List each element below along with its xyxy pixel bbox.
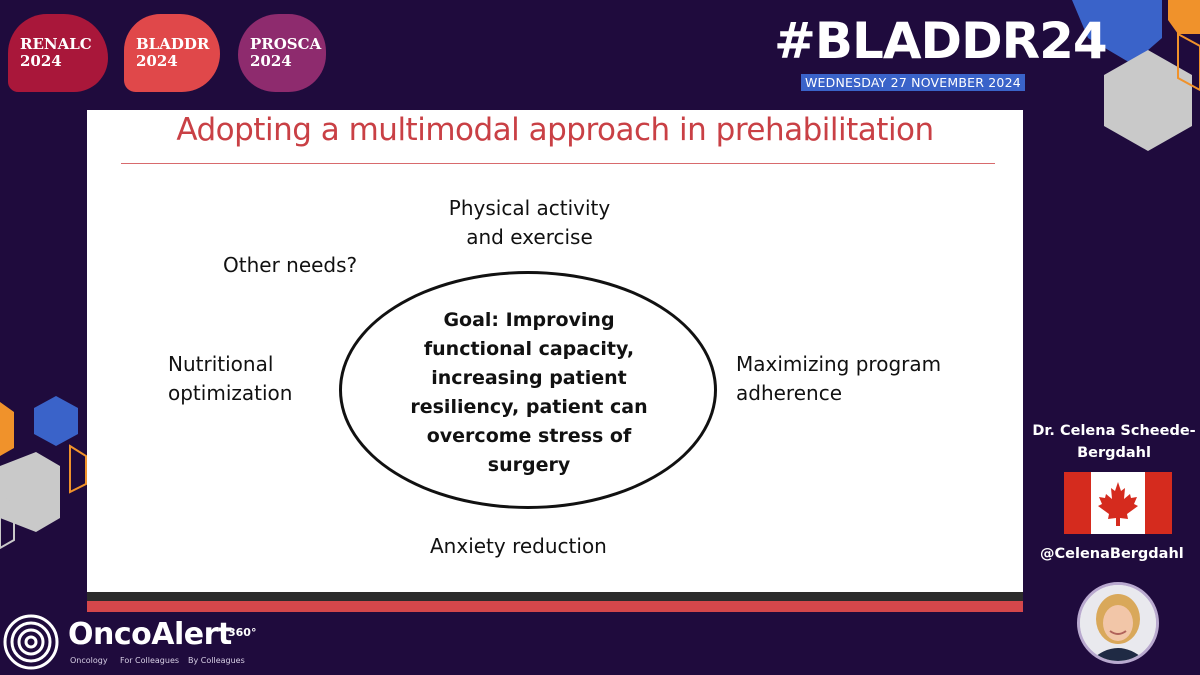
- oncoalert-logo-icon: [3, 614, 59, 670]
- speaker-name: Dr. Celena Scheede- Bergdahl: [1032, 423, 1196, 461]
- goal-oval: [339, 271, 717, 509]
- goal-text: Goal: Improving functional capacity, inc…: [410, 309, 648, 476]
- brand-tagline-for-colleagues: For Colleagues: [120, 656, 180, 665]
- brand-superscript: 360°: [228, 626, 257, 639]
- brand-tagline-by-colleagues: By Colleagues: [188, 656, 245, 665]
- slide-footer-bar-red: [87, 601, 1023, 612]
- bladdr-2024-logo: BLADDR 2024: [124, 14, 220, 92]
- event-hashtag: #BLADDR24: [774, 12, 1108, 70]
- node-nutritional-optimization: Nutritional optimization: [168, 352, 293, 405]
- canada-flag-icon: [1064, 472, 1172, 534]
- node-anxiety-reduction: Anxiety reduction: [430, 534, 607, 558]
- slide-title: Adopting a multimodal approach in prehab…: [176, 112, 934, 148]
- event-date: WEDNESDAY 27 NOVEMBER 2024: [801, 74, 1025, 91]
- prosca-2024-logo: PROSCA 2024: [238, 14, 326, 92]
- node-other-needs: Other needs?: [223, 253, 358, 277]
- renalc-2024-logo: RENALC 2024: [8, 14, 108, 92]
- brand-name: OncoAlert: [68, 617, 232, 652]
- slide-footer-bar-dark: [87, 592, 1023, 601]
- brand-tagline-oncology: Oncology: [70, 656, 108, 665]
- speaker-handle[interactable]: @CelenaBergdahl: [1040, 546, 1184, 562]
- slide: Adopting a multimodal approach in prehab…: [87, 110, 1023, 592]
- title-divider: [121, 163, 995, 164]
- speaker-avatar: [1077, 582, 1159, 664]
- node-program-adherence: Maximizing program adherence: [736, 352, 942, 405]
- node-physical-activity: Physical activity and exercise: [448, 196, 611, 249]
